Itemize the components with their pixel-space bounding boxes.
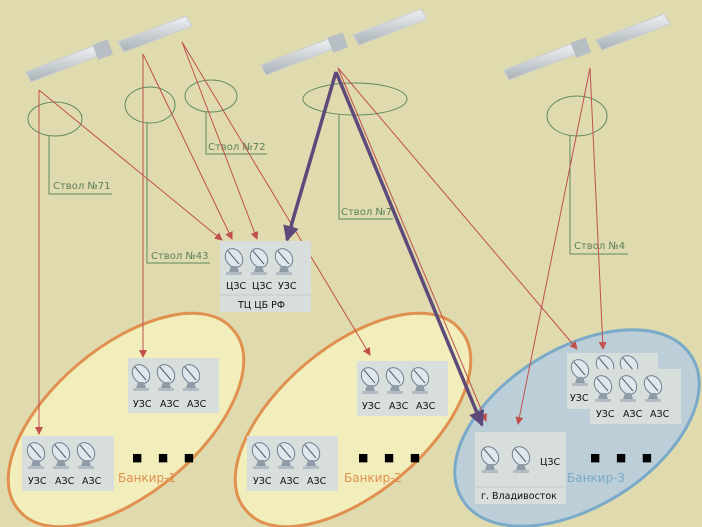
- satellite-3-icon: [503, 13, 671, 81]
- bank-2-area: [233, 311, 473, 527]
- satellite-2-icon: [260, 8, 428, 76]
- station-label: АЗС: [187, 399, 207, 410]
- beam-4: [546, 95, 608, 137]
- station-label: УЗС: [133, 399, 152, 410]
- station-label: АЗС: [55, 476, 75, 487]
- station-label: УЗС: [28, 476, 47, 487]
- bank-2-label: Банкир-2: [344, 471, 402, 485]
- bank-3-label: Банкир-3: [567, 471, 625, 485]
- bank-1-label: Банкир-1: [118, 471, 176, 485]
- links: [35, 41, 607, 435]
- station-label: АЗС: [389, 401, 409, 412]
- station-label: УЗС: [278, 281, 297, 292]
- channel-71-label: Ствол №71: [53, 181, 111, 192]
- bank-3: УЗС УЗС АЗС АЗС ЦЗС г. Владивосток ■ ■ ■…: [475, 351, 681, 504]
- bank-2: УЗС АЗС АЗС УЗС АЗС АЗС ■ ■ ■ Банкир-2: [247, 361, 448, 491]
- channel-7-label: Ствол №7: [341, 207, 392, 218]
- central-hub-name: ТЦ ЦБ РФ: [237, 300, 285, 311]
- station-label: ЦЗС: [226, 281, 246, 292]
- station-label: УЗС: [362, 401, 381, 412]
- central-hub-box: ЦЗС ЦЗС УЗС ТЦ ЦБ РФ: [220, 241, 311, 312]
- station-label: АЗС: [416, 401, 436, 412]
- channel-43-label: Ствол №43: [151, 251, 209, 262]
- station-label: АЗС: [623, 409, 643, 420]
- channel-labels: Ствол №71 Ствол №72 Ствол №43 Ствол №7 С…: [53, 142, 625, 262]
- ellipsis: ■ ■ ■: [132, 451, 200, 464]
- hub-city-label: г. Владивосток: [481, 491, 557, 502]
- station-label: АЗС: [650, 409, 670, 420]
- station-label: АЗС: [160, 399, 180, 410]
- beam-72: [184, 79, 238, 113]
- station-label: УЗС: [570, 393, 589, 404]
- station-label: АЗС: [307, 476, 327, 487]
- beam-43: [124, 86, 176, 124]
- ellipsis: ■ ■ ■: [590, 451, 658, 464]
- station-label: АЗС: [82, 476, 102, 487]
- beam-71: [27, 101, 83, 137]
- station-label: УЗС: [253, 476, 272, 487]
- ellipsis: ■ ■ ■: [358, 451, 426, 464]
- station-label: АЗС: [280, 476, 300, 487]
- bank-1: УЗС АЗС АЗС УЗС АЗС АЗС ■ ■ ■ Банкир-1: [22, 358, 219, 491]
- station-label: УЗС: [596, 409, 615, 420]
- satellite-1-icon: [25, 15, 193, 83]
- station-label: ЦЗС: [252, 281, 272, 292]
- station-label: ЦЗС: [540, 457, 560, 468]
- bank-1-area: [6, 311, 246, 527]
- channel-72-label: Ствол №72: [208, 142, 266, 153]
- channel-4-label: Ствол №4: [574, 241, 625, 252]
- main-links: [283, 71, 485, 427]
